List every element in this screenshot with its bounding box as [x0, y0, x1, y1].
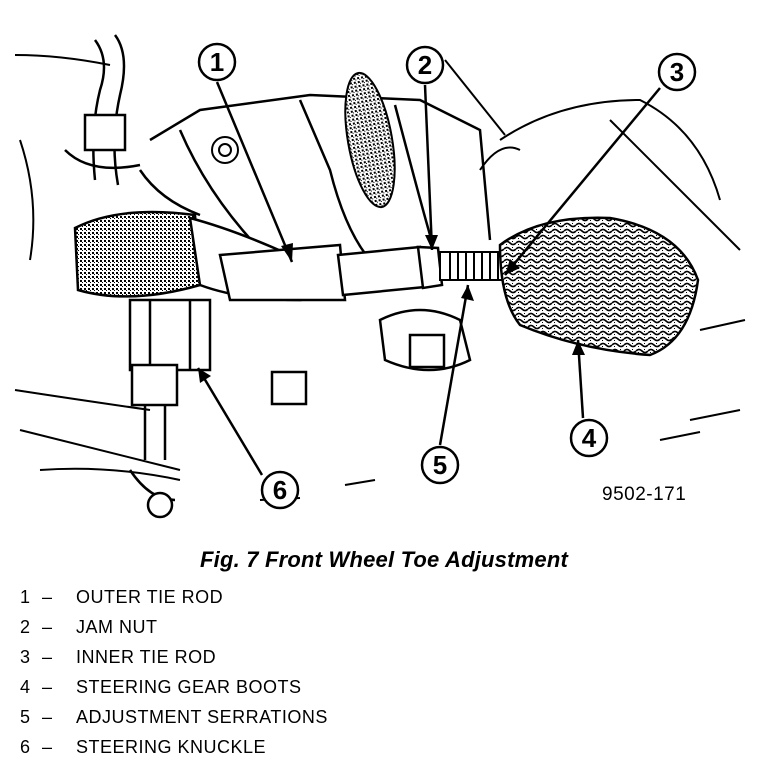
bolt-upper	[211, 136, 239, 164]
steering-knuckle	[128, 298, 212, 519]
callout-5-label: 5	[433, 450, 447, 480]
legend-dash: –	[42, 587, 53, 607]
legend-item: 1 – OUTER TIE ROD	[20, 586, 328, 616]
legend-text: OUTER TIE ROD	[76, 587, 224, 607]
leader-arrowheads	[198, 235, 585, 383]
callout-4-label: 4	[582, 423, 597, 453]
legend-dash: –	[42, 647, 53, 667]
callout-6: 6	[260, 470, 300, 510]
figure-caption: Fig. 7 Front Wheel Toe Adjustment	[200, 547, 568, 572]
legend-item: 3 – INNER TIE ROD	[20, 646, 328, 676]
legend-text: JAM NUT	[76, 617, 158, 637]
legend-number: 4	[20, 677, 31, 697]
legend-text: ADJUSTMENT SERRATIONS	[76, 707, 328, 727]
callout-1-label: 1	[210, 47, 224, 77]
legend-dash: –	[42, 707, 53, 727]
legend-text: INNER TIE ROD	[76, 647, 217, 667]
legend-number: 1	[20, 587, 31, 607]
callout-2: 2	[405, 45, 445, 85]
callout-4: 4	[569, 418, 609, 458]
callout-3: 3	[657, 52, 697, 92]
lower-nuts	[270, 308, 472, 406]
outer-tie-rod-shaft	[218, 243, 347, 302]
legend-number: 2	[20, 617, 31, 637]
bracket-slot	[344, 71, 396, 209]
legend-number: 3	[20, 647, 31, 667]
callout-3-label: 3	[670, 57, 684, 87]
legend-dash: –	[42, 677, 53, 697]
legend-item: 6 – STEERING KNUCKLE	[20, 736, 328, 766]
legend-dash: –	[42, 737, 53, 757]
adjustment-serrations	[439, 251, 503, 281]
callout-6-label: 6	[273, 475, 287, 505]
legend-item: 4 – STEERING GEAR BOOTS	[20, 676, 328, 706]
jam-nut	[336, 245, 444, 297]
legend-number: 5	[20, 707, 31, 727]
leader-lines	[196, 81, 661, 476]
tie-rod-illustration: 1 2 3 4 5 6	[14, 34, 746, 519]
legend-item: 2 – JAM NUT	[20, 616, 328, 646]
callout-5: 5	[420, 445, 460, 485]
harness-clip	[64, 34, 141, 186]
steering-gear-boot	[498, 216, 700, 357]
legend-list: 1 – OUTER TIE ROD 2 – JAM NUT 3 – INNER …	[20, 586, 328, 766]
callout-1: 1	[197, 42, 237, 82]
figure-code: 9502-171	[602, 484, 687, 505]
legend-number: 6	[20, 737, 31, 757]
legend-text: STEERING GEAR BOOTS	[76, 677, 302, 697]
callout-2-label: 2	[418, 50, 432, 80]
legend-text: STEERING KNUCKLE	[76, 737, 267, 757]
legend-dash: –	[42, 617, 53, 637]
legend-item: 5 – ADJUSTMENT SERRATIONS	[20, 706, 328, 736]
